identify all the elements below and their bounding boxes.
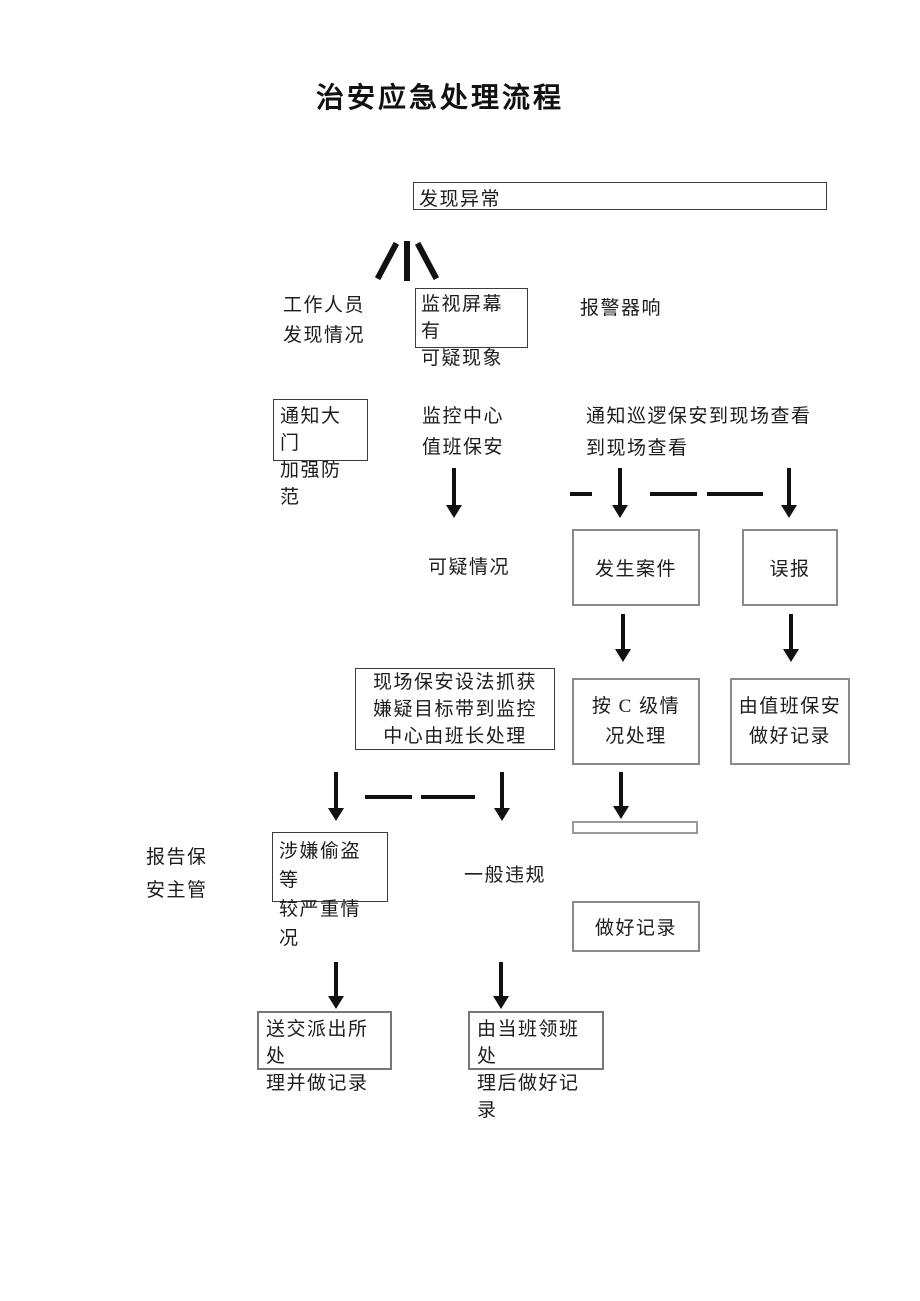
arrow-monitor-center-down (446, 468, 462, 518)
arrow-violation-to-leader (493, 962, 509, 1009)
label-report-supervisor: 报告保 安主管 (146, 847, 208, 901)
arrow-patrol-to-case (612, 468, 628, 518)
node-level-c-handling: 按 C 级情 况处理 (572, 678, 700, 765)
label-notify-patrol: 通知巡逻保安到现场查看 到现场查看 (586, 406, 812, 459)
arrow-level-c-down (613, 772, 629, 819)
arrow-capture-to-theft (328, 772, 344, 821)
fan-stroke-left (374, 241, 400, 281)
node-duty-guard-record: 由值班保安 做好记录 (730, 678, 850, 765)
label-monitor-center: 监控中心 值班保安 (422, 406, 505, 458)
dashed-connector-middle (365, 795, 475, 799)
node-case-occurs: 发生案件 (572, 529, 700, 606)
node-false-alarm: 误报 (742, 529, 838, 606)
arrow-patrol-to-false-alarm (781, 468, 797, 518)
node-discover-abnormality: 发现异常 (413, 182, 827, 210)
arrow-capture-to-violation (494, 772, 510, 821)
label-general-violation: 一般违规 (464, 865, 547, 886)
arrow-false-alarm-to-record (783, 614, 799, 662)
node-shift-leader: 由当班领班处 理后做好记录 (468, 1011, 604, 1121)
page-title: 治安应急处理流程 (316, 82, 565, 113)
branch-fan-icon (374, 241, 440, 281)
node-notify-gate: 通知大门 加强防范 (273, 399, 368, 508)
shallow-connector-box (572, 821, 698, 834)
fan-stroke-right (414, 241, 440, 281)
arrow-case-to-level-c (615, 614, 631, 662)
dashed-connector-top (570, 492, 763, 496)
node-send-police: 送交派出所处 理并做记录 (257, 1011, 392, 1094)
label-staff-finds: 工作人员 发现情况 (283, 295, 366, 346)
arrow-theft-to-police (328, 962, 344, 1009)
node-onsite-capture: 现场保安设法抓获 嫌疑目标带到监控 中心由班长处理 (355, 668, 555, 750)
label-alarm-sounds: 报警器响 (580, 298, 663, 319)
fan-stroke-middle (404, 241, 410, 281)
node-make-record: 做好记录 (572, 901, 700, 952)
node-theft-serious: 涉嫌偷盗等 较严重情况 (272, 832, 388, 949)
label-suspicious: 可疑情况 (428, 557, 511, 578)
node-monitor-screen: 监视屏幕有 可疑现象 (415, 288, 528, 369)
